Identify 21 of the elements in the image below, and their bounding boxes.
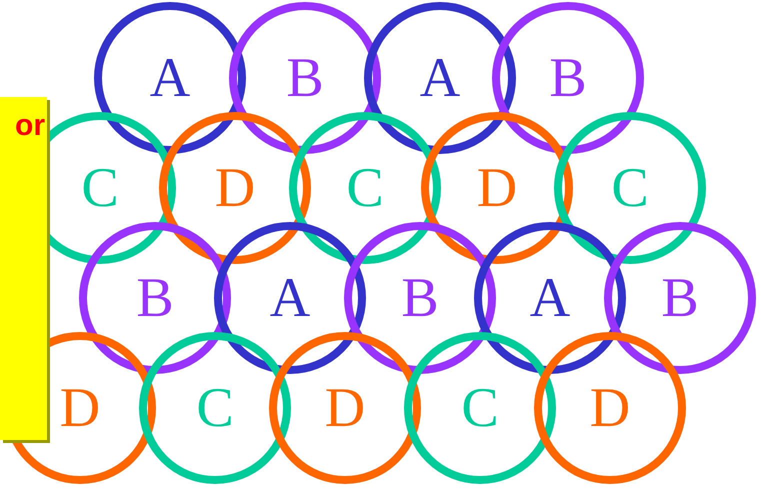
letter-label: C: [196, 380, 234, 436]
letter-label: A: [270, 270, 310, 326]
letter-label: B: [136, 270, 174, 326]
letter-label: A: [150, 50, 190, 106]
letter-label: C: [461, 380, 499, 436]
letter-label: C: [81, 160, 119, 216]
letter-label: C: [611, 160, 649, 216]
letter-label: B: [286, 50, 324, 106]
letter-label: D: [476, 160, 518, 216]
letter-label: A: [530, 270, 570, 326]
note-panel: [0, 97, 47, 440]
letter-label: B: [549, 50, 587, 106]
letter-label: A: [420, 50, 460, 106]
letter-label: D: [214, 160, 256, 216]
letter-label: C: [346, 160, 384, 216]
letter-label: B: [401, 270, 439, 326]
letter-label: D: [324, 380, 366, 436]
letter-label: D: [590, 380, 630, 436]
letter-label: D: [60, 380, 100, 436]
note-text: or: [15, 111, 45, 141]
letter-label: B: [661, 270, 699, 326]
